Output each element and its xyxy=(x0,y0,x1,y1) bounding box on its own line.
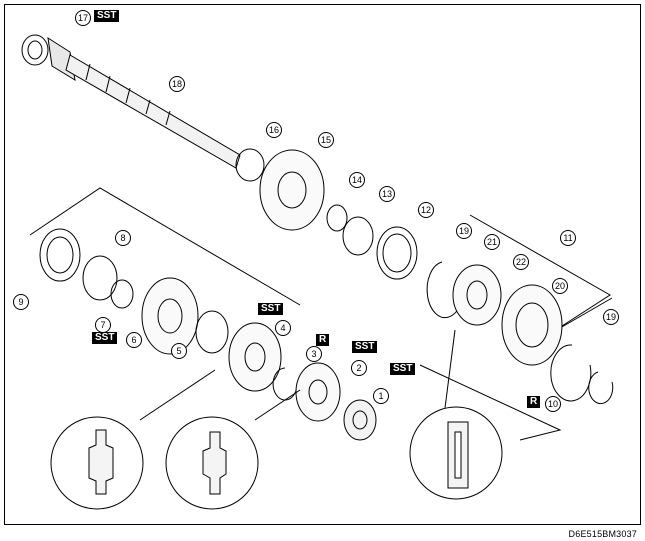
snap-ring-part-3 xyxy=(272,367,298,401)
mainshaft-part-18 xyxy=(47,36,241,169)
callout-5: 5 xyxy=(171,343,187,359)
callout-19-lower: 19 xyxy=(603,309,619,325)
group-bracket-left xyxy=(29,187,301,306)
figure-code: D6E515BM3037 xyxy=(568,529,637,539)
sst-badge-4: SST xyxy=(258,303,284,315)
callout-13: 13 xyxy=(379,186,395,202)
detail-view-1 xyxy=(50,369,216,510)
callout-2: 2 xyxy=(351,360,367,376)
gear-part-4 xyxy=(228,322,282,392)
ring-part-13 xyxy=(342,216,374,256)
ring-part-5 xyxy=(195,310,229,354)
callout-21: 21 xyxy=(484,234,500,250)
callout-15: 15 xyxy=(318,132,334,148)
sst-badge-17: SST xyxy=(94,10,120,22)
callout-6: 6 xyxy=(126,332,142,348)
sst-badge-2: SST xyxy=(352,341,378,353)
sleeve-part-20 xyxy=(501,284,563,366)
ring-part-7 xyxy=(110,279,134,309)
callout-14: 14 xyxy=(349,172,365,188)
ring-part-8 xyxy=(82,255,118,301)
callout-9: 9 xyxy=(13,294,29,310)
callout-19-upper: 19 xyxy=(456,223,472,239)
ring-part-12 xyxy=(376,226,418,280)
r-badge-10: R xyxy=(527,396,541,408)
callout-12: 12 xyxy=(418,202,434,218)
callout-22: 22 xyxy=(513,254,529,270)
detail-view-3 xyxy=(409,329,503,500)
gear-part-6 xyxy=(141,277,199,355)
snap-ring-part-19-lower xyxy=(550,344,592,402)
gear-part-2 xyxy=(295,362,341,422)
sst-badge-20: SST xyxy=(390,363,416,375)
snap-ring-part-10 xyxy=(588,371,614,405)
group-bracket-lower xyxy=(419,364,562,441)
callout-17: 17 xyxy=(75,10,91,26)
group-bracket-right xyxy=(469,214,613,336)
ring-part-16 xyxy=(235,148,265,182)
callout-7: 7 xyxy=(95,317,111,333)
callout-20: 20 xyxy=(552,278,568,294)
clutch-hub xyxy=(452,264,502,326)
callout-4: 4 xyxy=(275,320,291,336)
ring-part-14 xyxy=(326,204,348,232)
callout-10: 10 xyxy=(545,396,561,412)
detail-view-2 xyxy=(165,389,301,510)
r-badge-3: R xyxy=(316,334,330,346)
bearing-part-17 xyxy=(21,34,49,66)
callout-16: 16 xyxy=(266,122,282,138)
callout-18: 18 xyxy=(169,76,185,92)
gear-part-15 xyxy=(259,149,325,231)
ring-part-9 xyxy=(39,228,81,282)
bearing-part-1 xyxy=(343,399,377,441)
callout-8: 8 xyxy=(115,230,131,246)
callout-1: 1 xyxy=(373,388,389,404)
callout-11: 11 xyxy=(560,230,576,246)
callout-3: 3 xyxy=(306,346,322,362)
sst-badge-6: SST xyxy=(92,332,118,344)
